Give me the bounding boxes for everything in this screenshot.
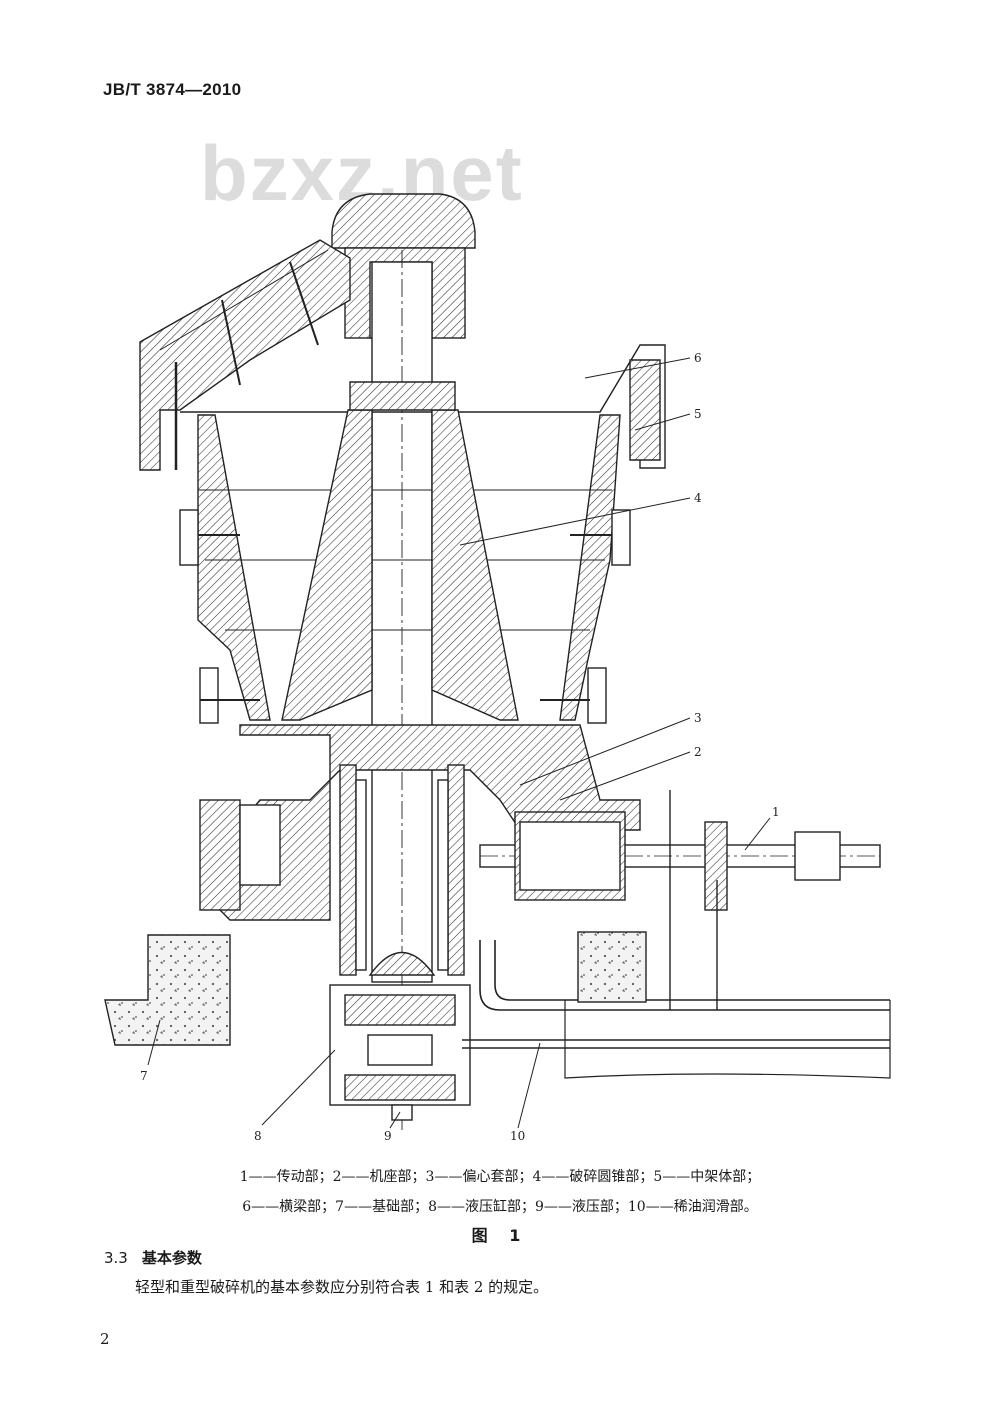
callout-4: 4 [694, 491, 702, 505]
figure-legend-line-2: 6——横梁部；7——基础部；8——液压缸部；9——液压部；10——稀油润滑部。 [242, 1199, 758, 1215]
lubrication-pipe [479, 940, 890, 1011]
callout-8: 8 [254, 1129, 262, 1143]
base-frame [209, 724, 641, 921]
concave-shell-right [559, 414, 621, 721]
crusher-cross-section-drawing: 6 5 4 3 2 1 7 8 9 10 [104, 193, 891, 1143]
page-number: 2 [100, 1330, 110, 1348]
callout-9: 9 [384, 1129, 392, 1143]
callout-3: 3 [694, 711, 702, 725]
top-cap [331, 193, 476, 249]
standard-number: JB/T 3874—2010 [103, 80, 242, 99]
feed-chute [139, 239, 351, 471]
figure-legend-line-1: 1——传动部；2——机座部；3——偏心套部；4——破碎圆锥部；5——中架体部； [239, 1169, 761, 1185]
crushing-cone [281, 409, 373, 721]
callout-7: 7 [140, 1069, 148, 1083]
concave-shell-left [197, 414, 271, 721]
callout-1: 1 [772, 805, 780, 819]
figure-caption: 图 1 [471, 1226, 529, 1245]
eccentric-sleeve-left [339, 764, 357, 976]
callout-6: 6 [694, 351, 702, 365]
callout-5: 5 [694, 407, 702, 421]
foundation [104, 934, 231, 1046]
callout-10: 10 [510, 1129, 525, 1143]
section-body-text: 轻型和重型破碎机的基本参数应分别符合表 1 和表 2 的规定。 [135, 1278, 549, 1296]
callout-2: 2 [694, 745, 702, 759]
section-title: 基本参数 [141, 1249, 202, 1267]
section-number: 3.3 [104, 1249, 128, 1267]
eccentric-sleeve-right [447, 764, 465, 976]
section-heading: 3.3 基本参数 [104, 1247, 202, 1268]
